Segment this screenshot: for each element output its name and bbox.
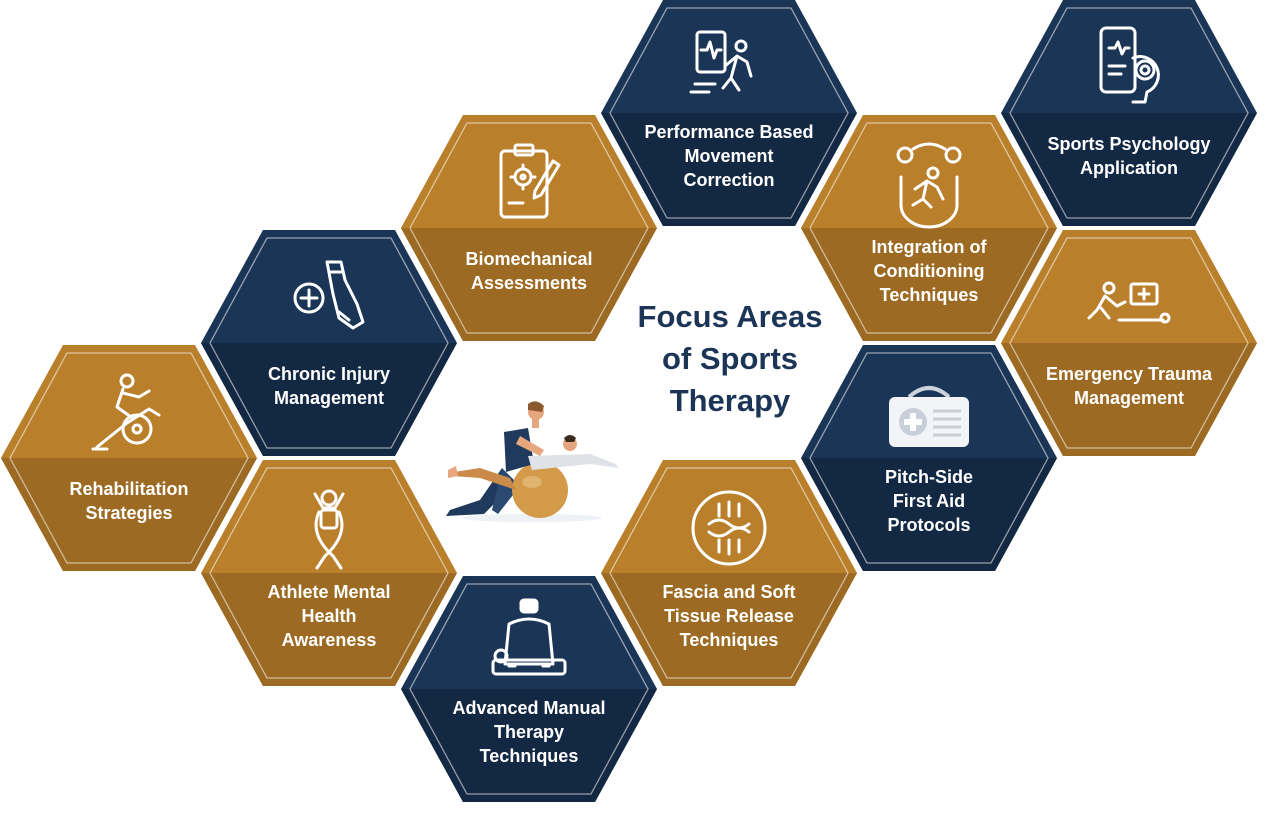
hex-label: Integration of Conditioning Techniques (871, 237, 987, 305)
hex-fascia-and-soft-tissue-release-techniques: Fascia and Soft Tissue Release Technique… (601, 460, 857, 686)
hex-rehabilitation-strategies: Rehabilitation Strategies (1, 345, 257, 571)
diagram-title: Focus Areas of Sports Therapy (637, 299, 823, 418)
hex-advanced-manual-therapy-techniques: Advanced Manual Therapy Techniques (401, 576, 657, 802)
hex-label: Performance Based Movement Correction (644, 122, 814, 190)
hex-label: Fascia and Soft Tissue Release Technique… (662, 582, 796, 650)
hex-biomechanical-assessments: Biomechanical Assessments (401, 115, 657, 341)
awareness-ribbon-icon (279, 478, 379, 578)
running-chart-icon (679, 18, 779, 118)
hex-integration-of-conditioning-techniques: Integration of Conditioning Techniques (801, 115, 1057, 341)
hex-athlete-mental-health-awareness: Athlete Mental Health Awareness (201, 460, 457, 686)
hex-pitch-side-first-aid-protocols: Pitch-Side First Aid Protocols (801, 345, 1057, 571)
hex-label: Athlete Mental Health Awareness (267, 582, 391, 650)
hex-sports-psychology-application: Sports Psychology Application (1001, 0, 1257, 226)
hex-performance-based-movement-correction: Performance Based Movement Correction (601, 0, 857, 226)
hex-label: Sports Psychology Application (1047, 134, 1211, 178)
sprinter-icon (879, 133, 979, 233)
first-aid-kit-icon (879, 363, 979, 463)
assisted-stretch-icon (79, 363, 179, 463)
mind-monitor-icon (1079, 18, 1179, 118)
injured-leg-icon (279, 248, 379, 348)
hex-label: Chronic Injury Management (267, 364, 390, 408)
tissue-release-icon (679, 478, 779, 578)
hex-label: Rehabilitation Strategies (69, 479, 189, 523)
clipboard-icon (479, 133, 579, 233)
massage-therapist-icon (479, 594, 579, 694)
hex-chronic-injury-management: Chronic Injury Management (201, 230, 457, 456)
therapist-ball-exercise-illustration (440, 398, 625, 523)
first-aid-responder-icon (1079, 248, 1179, 348)
hex-label: Biomechanical Assessments (465, 249, 593, 293)
hex-label: Pitch-Side First Aid Protocols (884, 467, 973, 535)
hex-label: Emergency Trauma Management (1045, 364, 1213, 408)
hex-label: Advanced Manual Therapy Techniques (452, 698, 606, 766)
hex-emergency-trauma-management: Emergency Trauma Management (1001, 230, 1257, 456)
